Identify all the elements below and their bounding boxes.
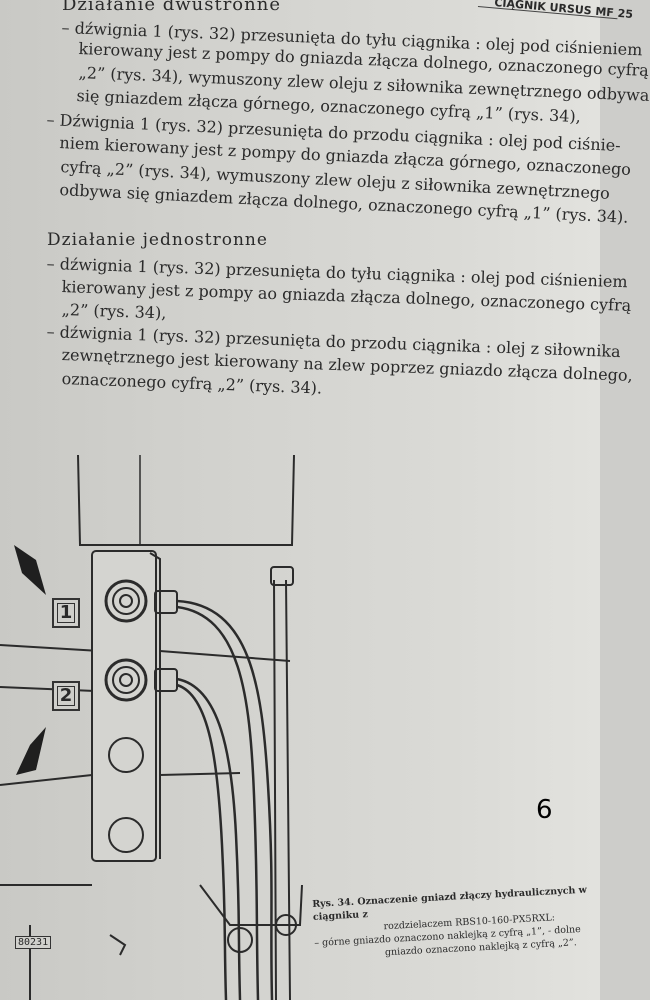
coupler-label-2: 2 (52, 681, 80, 711)
section-heading-single-acting: Działanie jednostronne (47, 230, 268, 250)
page-number: 6 (536, 795, 553, 825)
paragraph-line: oznaczonego cyfrą „2” (rys. 34). (61, 369, 323, 398)
section-heading-double-acting: Działanie dwustronne (62, 0, 281, 15)
coupler-label-1: 1 (52, 598, 80, 628)
running-head: CIĄGNIK URSUS MF 25 (493, 0, 634, 22)
hydraulic-coupler-drawing (0, 454, 303, 1000)
figure-stamp: 80231 (15, 936, 52, 949)
paragraph-line: „2” (rys. 34), (61, 300, 167, 323)
hydraulic-coupler-figure: 1 2 (0, 454, 600, 1000)
